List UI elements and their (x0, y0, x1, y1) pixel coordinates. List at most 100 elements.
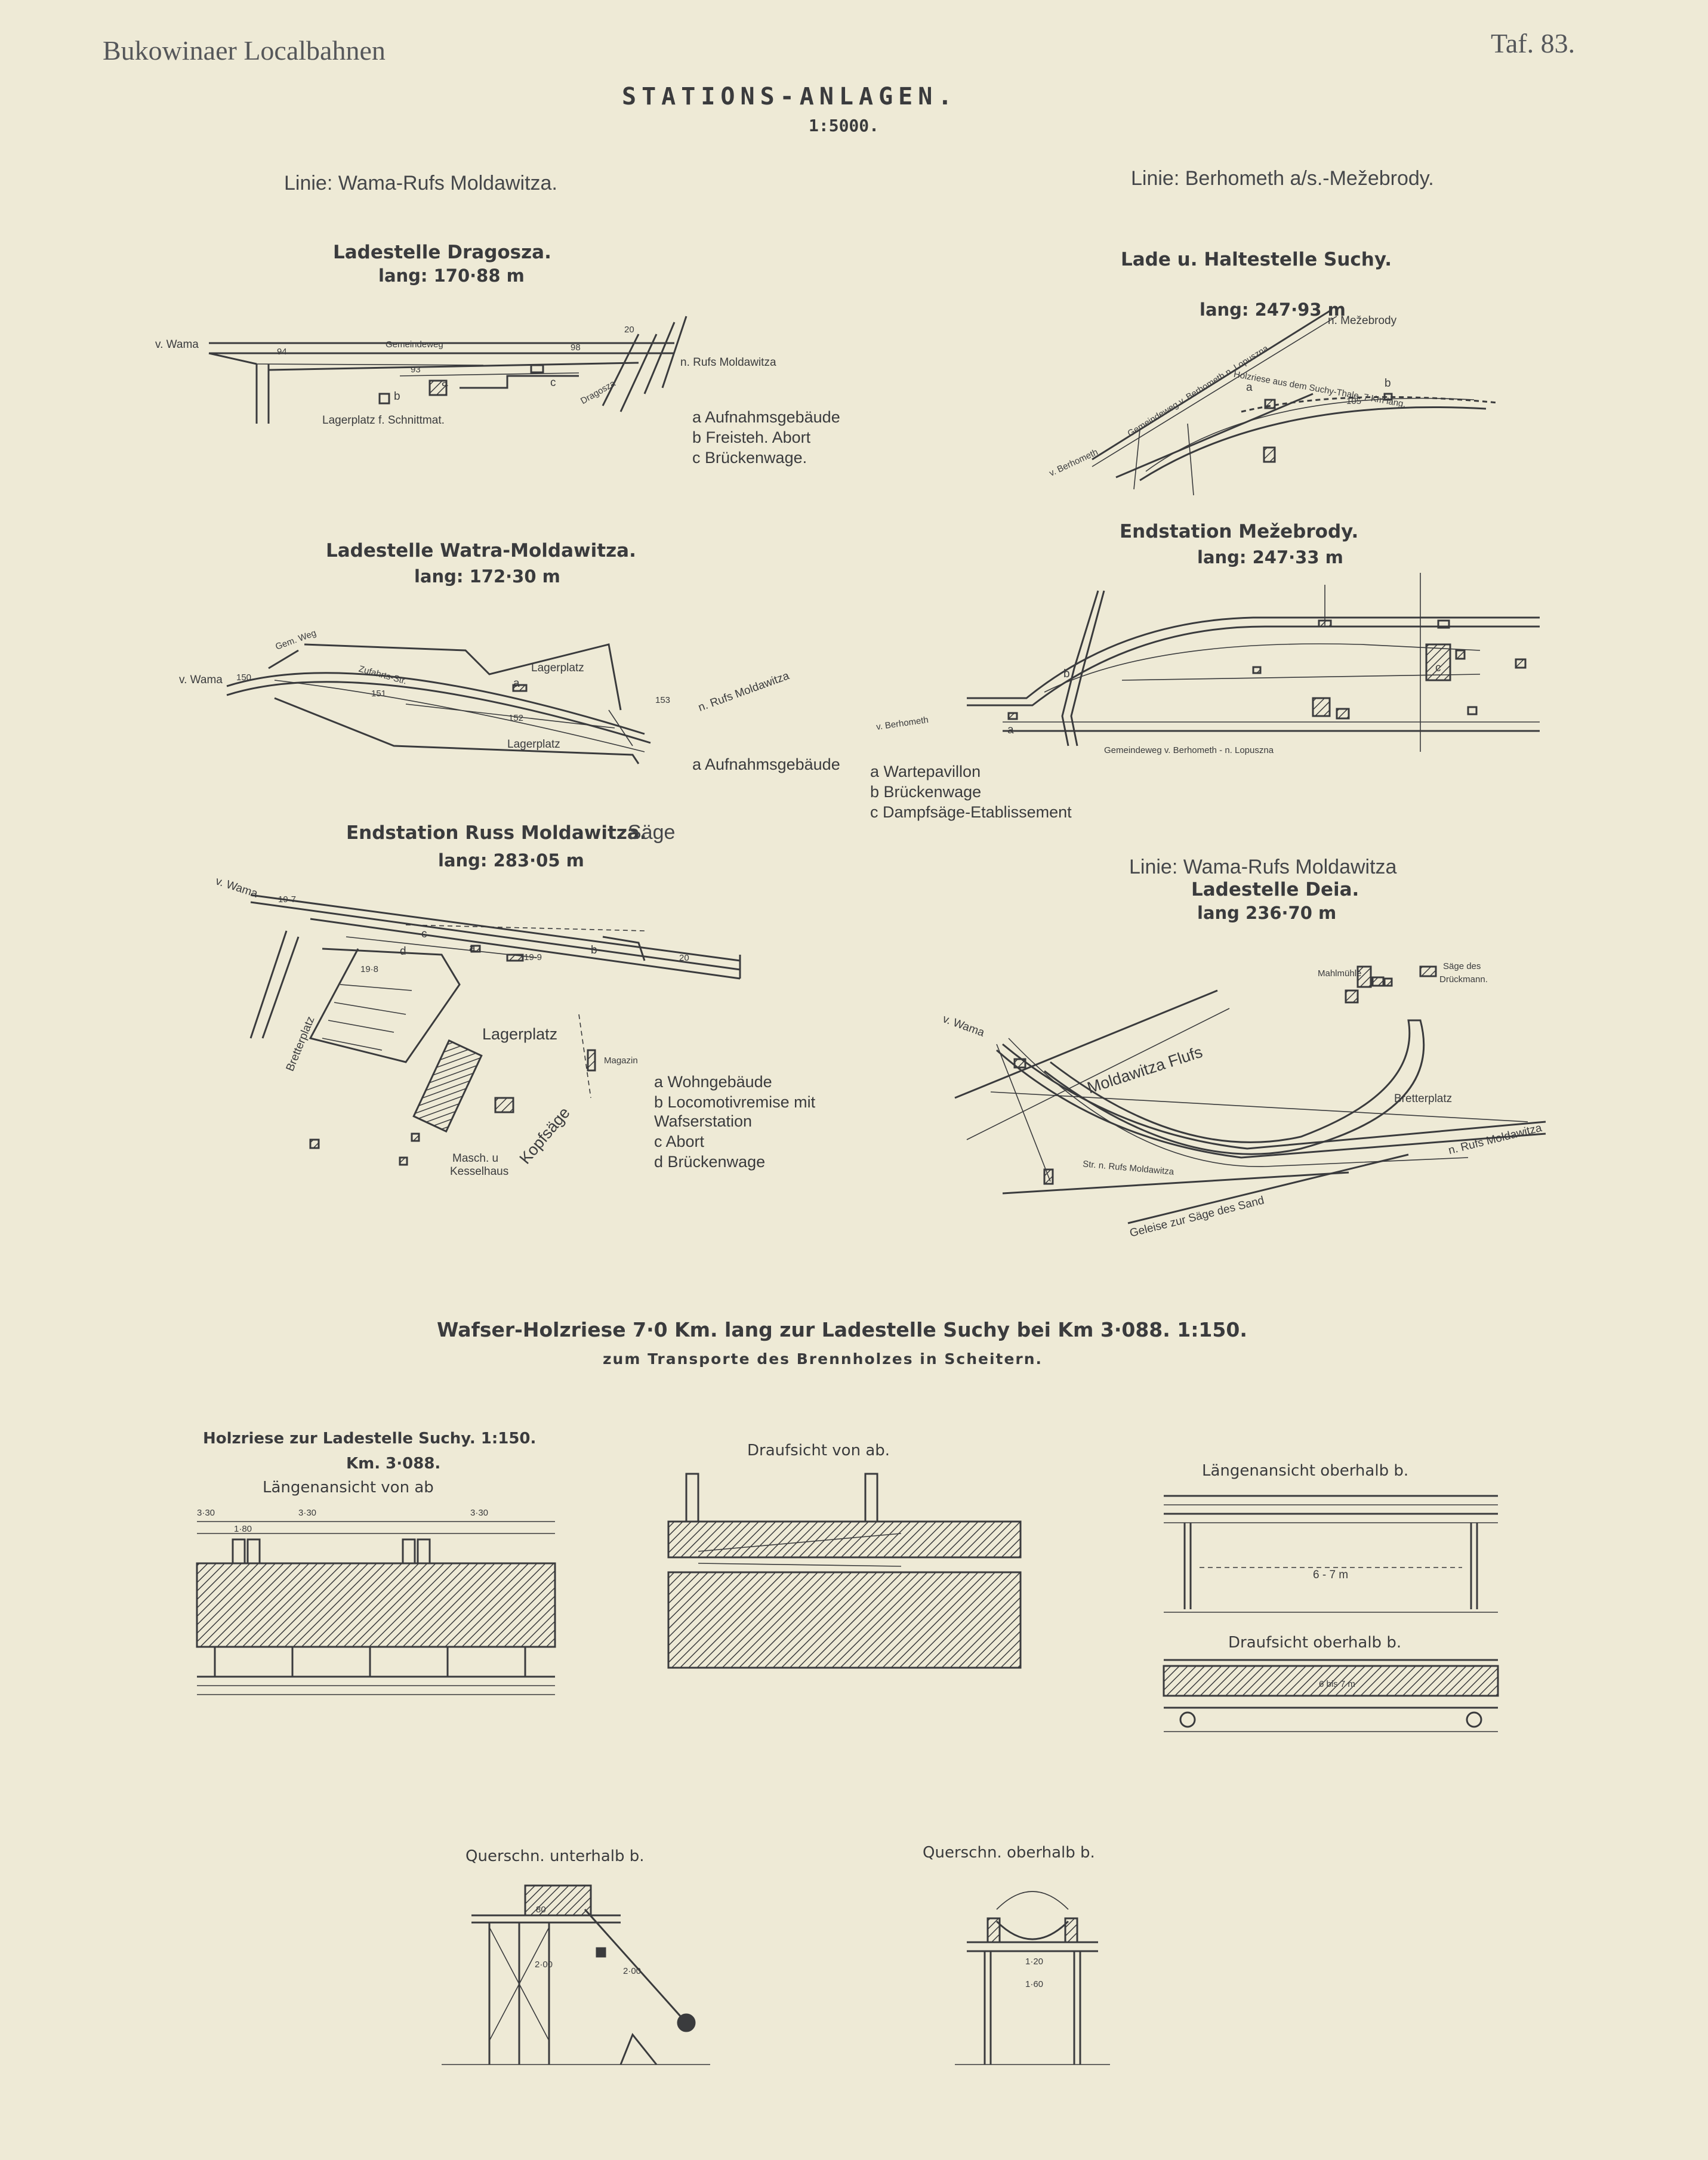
dragosza-km20: 20 (624, 325, 634, 335)
dragosza-title: Ladestelle Dragosza. (333, 242, 551, 263)
mezebrody-plan (967, 573, 1540, 752)
russ-legend-b2: Wafserstation (654, 1112, 753, 1130)
d1-title: Holzriese zur Ladestelle Suchy. 1:150. (203, 1430, 537, 1448)
d3-title2: Draufsicht oberhalb b. (1228, 1634, 1402, 1652)
d5-drawing (955, 1891, 1110, 2065)
d5-title: Querschn. oberhalb b. (923, 1844, 1095, 1862)
suchy-to: n. Mežebrody (1328, 314, 1397, 327)
dragosza-b: b (394, 390, 400, 403)
dragosza-a: a (442, 377, 448, 389)
russ-magazin: Magazin (604, 1056, 638, 1066)
mezebrody-legend-b: b Brückenwage (870, 783, 982, 801)
deia-yard: Bretterplatz (1394, 1093, 1453, 1105)
watra-plan (226, 643, 651, 764)
dragosza-legend-c: c Brückenwage. (692, 449, 807, 467)
d1-km: Km. 3·088. (346, 1455, 441, 1473)
d4-title: Querschn. unterhalb b. (465, 1847, 645, 1865)
d1-sub: Längenansicht von ab (263, 1479, 434, 1496)
russ-yard2: Lagerplatz (482, 1025, 558, 1043)
d1-dim-1: 3·30 (197, 1508, 215, 1518)
russ-km20: 20 (679, 953, 689, 963)
deia-mill: Mahlmühle (1318, 968, 1362, 979)
russ-a: a (469, 942, 476, 955)
d3-dim2: 6 bis 7 m (1319, 1679, 1355, 1689)
line-left-label: Linie: Wama-Rufs Moldawitza. (284, 172, 557, 195)
plate-number: Taf. 83. (1491, 28, 1576, 58)
deia-line: Linie: Wama-Rufs Moldawitza (1129, 856, 1397, 878)
d1-dim-4: 3·30 (470, 1508, 489, 1518)
suchy-km105: 105 (1346, 396, 1362, 406)
mezebrody-title: Endstation Mežebrody. (1120, 521, 1359, 542)
header-left: Bukowinaer Localbahnen (103, 35, 386, 66)
watra-yard2: Lagerplatz (507, 738, 560, 751)
mezebrody-legend-c: c Dampfsäge-Etablissement (870, 803, 1072, 821)
dragosza-km93: 93 (411, 365, 421, 375)
mezebrody-a: a (1007, 724, 1014, 736)
watra-legend-a: a Aufnahmsgebäude (692, 755, 840, 773)
russ-d: d (400, 945, 406, 958)
d5-dim-2: 1·60 (1025, 1979, 1044, 1989)
mezebrody-legend-a: a Wartepavillon (870, 763, 981, 780)
d3-dim: 6 - 7 m (1313, 1569, 1349, 1581)
mezebrody-b: b (1063, 668, 1070, 680)
deia-plan (954, 965, 1546, 1224)
d3-title: Längenansicht oberhalb b. (1202, 1462, 1409, 1480)
dragosza-legend-b: b Freisteh. Abort (692, 428, 811, 446)
mezebrody-road: Gemeindeweg v. Berhometh - n. Lopuszna (1104, 745, 1274, 755)
russ-c: c (421, 928, 427, 940)
line-right-label: Linie: Berhometh a/s.-Mežebrody. (1131, 167, 1434, 190)
riese-subtitle: zum Transporte des Brennholzes in Scheit… (603, 1350, 1043, 1368)
russ-plan (249, 894, 741, 1166)
deia-length: lang 236·70 m (1197, 903, 1337, 923)
dragosza-length: lang: 170·88 m (378, 266, 525, 286)
dragosza-plan (208, 316, 687, 424)
d4-dim-2: 2·00 (535, 1960, 553, 1970)
suchy-title: Lade u. Haltestelle Suchy. (1121, 249, 1392, 270)
russ-title: Endstation Russ Moldawitza. (346, 822, 647, 844)
russ-legend-b: b Locomotivremise mit (654, 1093, 816, 1111)
watra-length: lang: 172·30 m (414, 566, 560, 587)
plate-scale: 1:5000. (809, 116, 880, 135)
d2-drawing (667, 1473, 1022, 1669)
russ-km197: 19·7 (278, 894, 297, 905)
dragosza-from: v. Wama (155, 338, 199, 351)
russ-title-extra: Säge (628, 821, 676, 844)
dragosza-yard: Lagerplatz f. Schnittmat. (322, 414, 445, 427)
d1-drawing (196, 1521, 556, 1695)
d5-dim-1: 1·20 (1025, 1957, 1044, 1967)
watra-km152: 152 (508, 713, 524, 723)
d4-drawing (442, 1884, 710, 2065)
d3-drawing (1163, 1495, 1499, 1732)
deia-title: Ladestelle Deia. (1191, 879, 1359, 900)
watra-km151: 151 (371, 689, 387, 699)
watra-yard1: Lagerplatz (531, 662, 584, 674)
d1-dim-3: 3·30 (298, 1508, 317, 1518)
mezebrody-length: lang: 247·33 m (1197, 547, 1343, 567)
watra-km150: 150 (236, 672, 252, 683)
watra-title: Ladestelle Watra-Moldawitza. (326, 540, 636, 561)
d4-dim-1: 80 (536, 1905, 546, 1915)
russ-km199: 19·9 (524, 952, 542, 962)
russ-km198: 19·8 (360, 964, 379, 974)
mezebrody-from: v. Berhometh (875, 714, 929, 733)
watra-from: v. Wama (179, 674, 223, 686)
russ-masch-2: Kesselhaus (450, 1165, 509, 1178)
russ-length: lang: 283·05 m (438, 850, 584, 871)
watra-km153: 153 (655, 695, 671, 705)
mezebrody-c: c (1435, 662, 1441, 674)
suchy-a: a (1246, 381, 1253, 394)
d4-dim-3: 2·00 (623, 1966, 642, 1976)
russ-legend-a: a Wohngebäude (654, 1073, 772, 1091)
dragosza-km98: 98 (571, 342, 581, 353)
russ-legend-d: d Brückenwage (654, 1153, 766, 1171)
russ-legend-c: c Abort (654, 1133, 705, 1150)
russ-b: b (591, 944, 597, 956)
dragosza-legend-a: a Aufnahmsgebäude (692, 408, 840, 426)
suchy-b: b (1385, 377, 1391, 390)
plate-title: STATIONS-ANLAGEN. (622, 83, 958, 110)
watra-a: a (513, 677, 520, 690)
deia-saw-2: Drückmann. (1439, 974, 1488, 985)
d2-title: Draufsicht von ab. (747, 1442, 890, 1459)
dragosza-to: n. Rufs Moldawitza (680, 356, 776, 369)
